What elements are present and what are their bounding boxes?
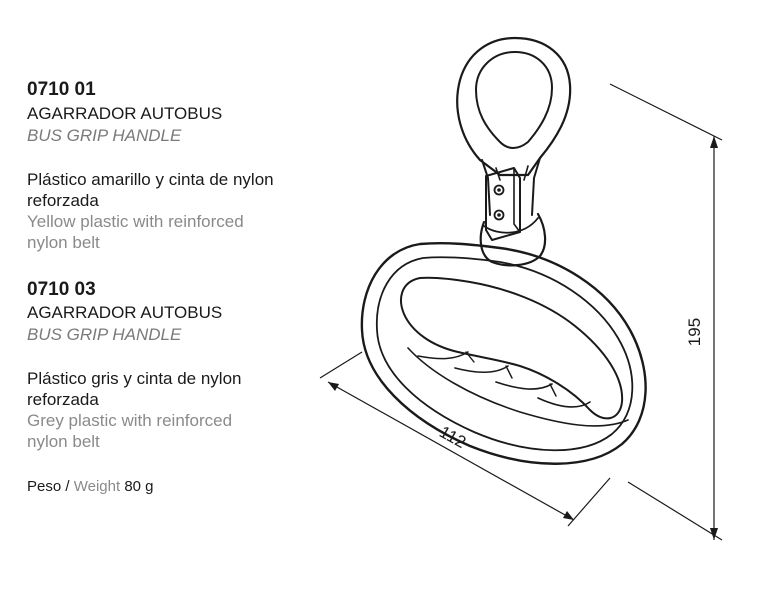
weight-separator: / xyxy=(65,478,70,495)
weight-line: Peso / Weight 80 g xyxy=(27,478,154,496)
product-description-en: Yellow plastic with reinforced nylon bel… xyxy=(27,211,327,253)
clamp-face xyxy=(513,167,521,233)
screw xyxy=(497,213,501,217)
screw xyxy=(497,188,501,192)
width-arrow-right xyxy=(563,511,574,520)
product-code: 0710 01 xyxy=(27,79,96,100)
top-loop-inner xyxy=(475,51,553,149)
description-line: nylon belt xyxy=(27,432,100,451)
screw xyxy=(493,184,505,196)
weight-label-en: Weight xyxy=(73,478,121,495)
grip-ridge-divider xyxy=(465,351,557,397)
grip-ridge xyxy=(495,381,553,390)
description-line: Plástico gris y cinta de nylon xyxy=(27,369,242,388)
grip-ridge xyxy=(417,351,469,360)
description-line: Plástico amarillo y cinta de nylon xyxy=(27,170,274,189)
grip-opening xyxy=(400,276,624,420)
height-arrow-top xyxy=(710,136,718,148)
height-dimension-label: 195 xyxy=(685,318,704,346)
grip-ridge xyxy=(454,365,509,374)
product-name-es: AGARRADOR AUTOBUS xyxy=(27,104,223,123)
screw xyxy=(493,209,505,221)
product-description-en: Grey plastic with reinforced nylon belt xyxy=(27,410,327,452)
description-line: Yellow plastic with reinforced xyxy=(27,212,244,231)
strap-stem-inner xyxy=(495,165,529,181)
height-extension-top xyxy=(609,83,723,141)
width-dimension-line xyxy=(327,381,575,521)
top-loop-outer xyxy=(456,36,572,177)
product-code: 0710 03 xyxy=(27,279,96,300)
strap-stem xyxy=(481,157,541,216)
grip-ring-outer xyxy=(360,242,647,465)
weight-label-es: Peso xyxy=(27,478,62,495)
description-line: reforzada xyxy=(27,390,99,409)
width-extension-right xyxy=(567,477,611,527)
grip-ridge xyxy=(537,397,591,408)
collar-top xyxy=(483,217,539,234)
height-extension-bottom xyxy=(627,481,723,541)
width-arrow-left xyxy=(328,382,339,391)
description-line: Grey plastic with reinforced xyxy=(27,411,233,430)
product-name-en: BUS GRIP HANDLE xyxy=(27,325,182,344)
product-description-es: Plástico gris y cinta de nylon reforzada xyxy=(27,368,327,410)
description-line: nylon belt xyxy=(27,233,100,252)
height-arrow-bottom xyxy=(710,528,718,540)
product-name-en: BUS GRIP HANDLE xyxy=(27,126,182,145)
description-line: reforzada xyxy=(27,191,99,210)
weight-value: 80 g xyxy=(124,478,154,495)
grip-lower-band xyxy=(407,347,629,427)
product-name-es: AGARRADOR AUTOBUS xyxy=(27,303,223,322)
width-extension-left xyxy=(319,351,363,379)
grip-ring-inner-edge xyxy=(375,256,634,452)
product-description-es: Plástico amarillo y cinta de nylon refor… xyxy=(27,169,327,211)
